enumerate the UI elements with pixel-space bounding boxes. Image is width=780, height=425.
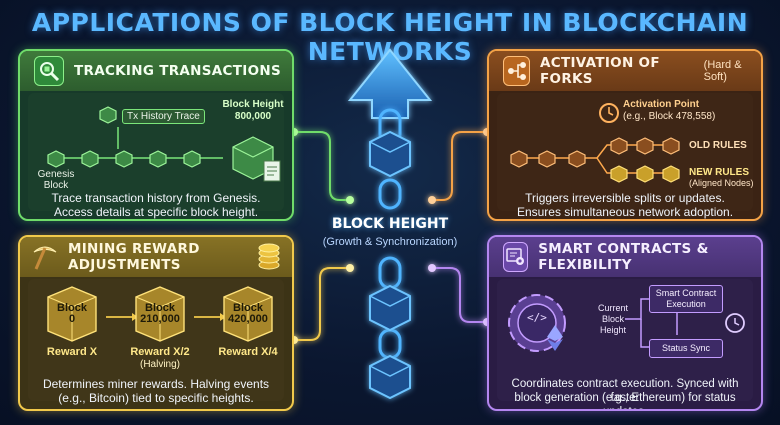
panel-tracking-transactions: TRACKING TRANSACTIONS — [18, 49, 294, 221]
panel-body: Tx History Trace Genesis Block Block Hei… — [28, 93, 284, 219]
block-height-value: 800,000 — [234, 111, 272, 122]
panel-description-line1: Trace transaction history from Genesis. — [51, 191, 261, 205]
tracking-chain-graphic — [47, 106, 281, 182]
panel-description-line2: Access details at specific block height. — [53, 205, 259, 219]
panel-activation-of-forks: ACTIVATION OF FORKS (Hard & Soft) — [487, 49, 763, 221]
center-subtitle: (Growth & Synchronization) — [322, 236, 458, 248]
panel-heading: TRACKING TRANSACTIONS — [74, 63, 281, 79]
block-number: 420,000 — [228, 313, 268, 325]
center-title: BLOCK HEIGHT — [331, 216, 449, 232]
chain-cubes-bottom — [369, 284, 411, 400]
new-rules-sublabel: (Aligned Nodes) — [689, 178, 754, 188]
panel-header: TRACKING TRANSACTIONS — [20, 51, 292, 91]
activation-point-example: (e.g., Block 478,558) — [623, 111, 716, 122]
panel-body: </> Current Block Height Smart Contract … — [497, 279, 753, 409]
panel-description-line2: block generation (e.g., Ethereum) for st… — [514, 392, 736, 409]
coin-stack-icon — [256, 243, 282, 276]
block-height-label: Block Height — [222, 99, 284, 110]
reward-label-2: Reward X/4 — [218, 346, 278, 358]
fork-chain-graphic — [510, 103, 680, 183]
panel-header: SMART CONTRACTS & FLEXIBILITY — [489, 237, 761, 277]
panel-description-line1: Triggers irreversible splits or updates. — [525, 191, 725, 205]
clock-icon — [725, 313, 745, 333]
panel-mining-reward-adjustments: MINING REWARD ADJUSTMENTS — [18, 235, 294, 411]
activation-point-label: Activation Point — [623, 99, 700, 110]
panel-header: MINING REWARD ADJUSTMENTS — [20, 237, 292, 277]
svg-text:</>: </> — [527, 311, 547, 324]
reward-block-0: Block 0 — [42, 303, 102, 325]
block-word: Block — [233, 302, 263, 314]
reward-label-1: Reward X/2 — [130, 346, 190, 358]
panel-description-line1: Determines miner rewards. Halving events — [42, 377, 270, 391]
reward-block-1: Block 210,000 — [130, 303, 190, 325]
chain-cubes-top — [369, 130, 411, 178]
block-word: Block — [57, 302, 87, 314]
block-number: 0 — [68, 313, 76, 325]
smart-contract-execution-box: Smart Contract Execution — [649, 285, 723, 313]
panel-heading-suffix: (Hard & Soft) — [703, 59, 742, 83]
panel-body: Block 0 Block 210,000 Block 420,000 Rewa… — [28, 279, 284, 405]
up-arrow-icon — [347, 48, 433, 119]
current-block-height-label: Current Block Height — [597, 303, 628, 335]
panel-heading: MINING REWARD ADJUSTMENTS — [68, 241, 200, 273]
connector-green — [290, 128, 354, 204]
tx-history-label: Tx History Trace — [122, 109, 205, 124]
halving-note: (Halving) — [139, 359, 180, 370]
block-number: 210,000 — [140, 313, 180, 325]
reward-block-2: Block 420,000 — [218, 303, 278, 325]
new-rules-label: NEW RULES — [689, 167, 749, 178]
panel-heading: ACTIVATION OF FORKS — [540, 55, 660, 87]
gear-code-icon — [503, 242, 529, 272]
panel-heading: SMART CONTRACTS & FLEXIBILITY — [538, 241, 709, 273]
fork-tree-icon — [503, 56, 531, 86]
pickaxe-icon — [30, 242, 60, 272]
clock-icon — [599, 103, 619, 123]
gear-icon: </> — [508, 294, 566, 352]
reward-chain-graphic — [47, 286, 273, 342]
panel-smart-contracts: SMART CONTRACTS & FLEXIBILITY </> C — [487, 235, 763, 411]
block-word: Block — [145, 302, 175, 314]
contract-flow-graphic: </> — [508, 294, 745, 352]
connector-orange — [428, 128, 491, 204]
status-sync-box: Status Sync — [649, 339, 723, 358]
panel-description-line2: Ensures simultaneous network adoption. — [516, 205, 734, 219]
panel-header: ACTIVATION OF FORKS (Hard & Soft) — [489, 51, 761, 91]
reward-label-0: Reward X — [46, 346, 98, 358]
panel-description-line2: (e.g., Bitcoin) tied to specific heights… — [58, 391, 254, 405]
panel-description-line1: Coordinates contract execution. Synced w… — [511, 378, 739, 404]
ledger-document-icon — [263, 160, 281, 182]
old-rules-label: OLD RULES — [689, 140, 747, 151]
ethereum-icon — [547, 325, 563, 351]
magnifier-cube-icon — [34, 56, 64, 86]
connector-purple — [428, 264, 491, 326]
connector-yellow — [290, 264, 354, 344]
panel-body: Activation Point (e.g., Block 478,558) O… — [497, 93, 754, 219]
genesis-block-label: Genesis Block — [37, 169, 75, 191]
